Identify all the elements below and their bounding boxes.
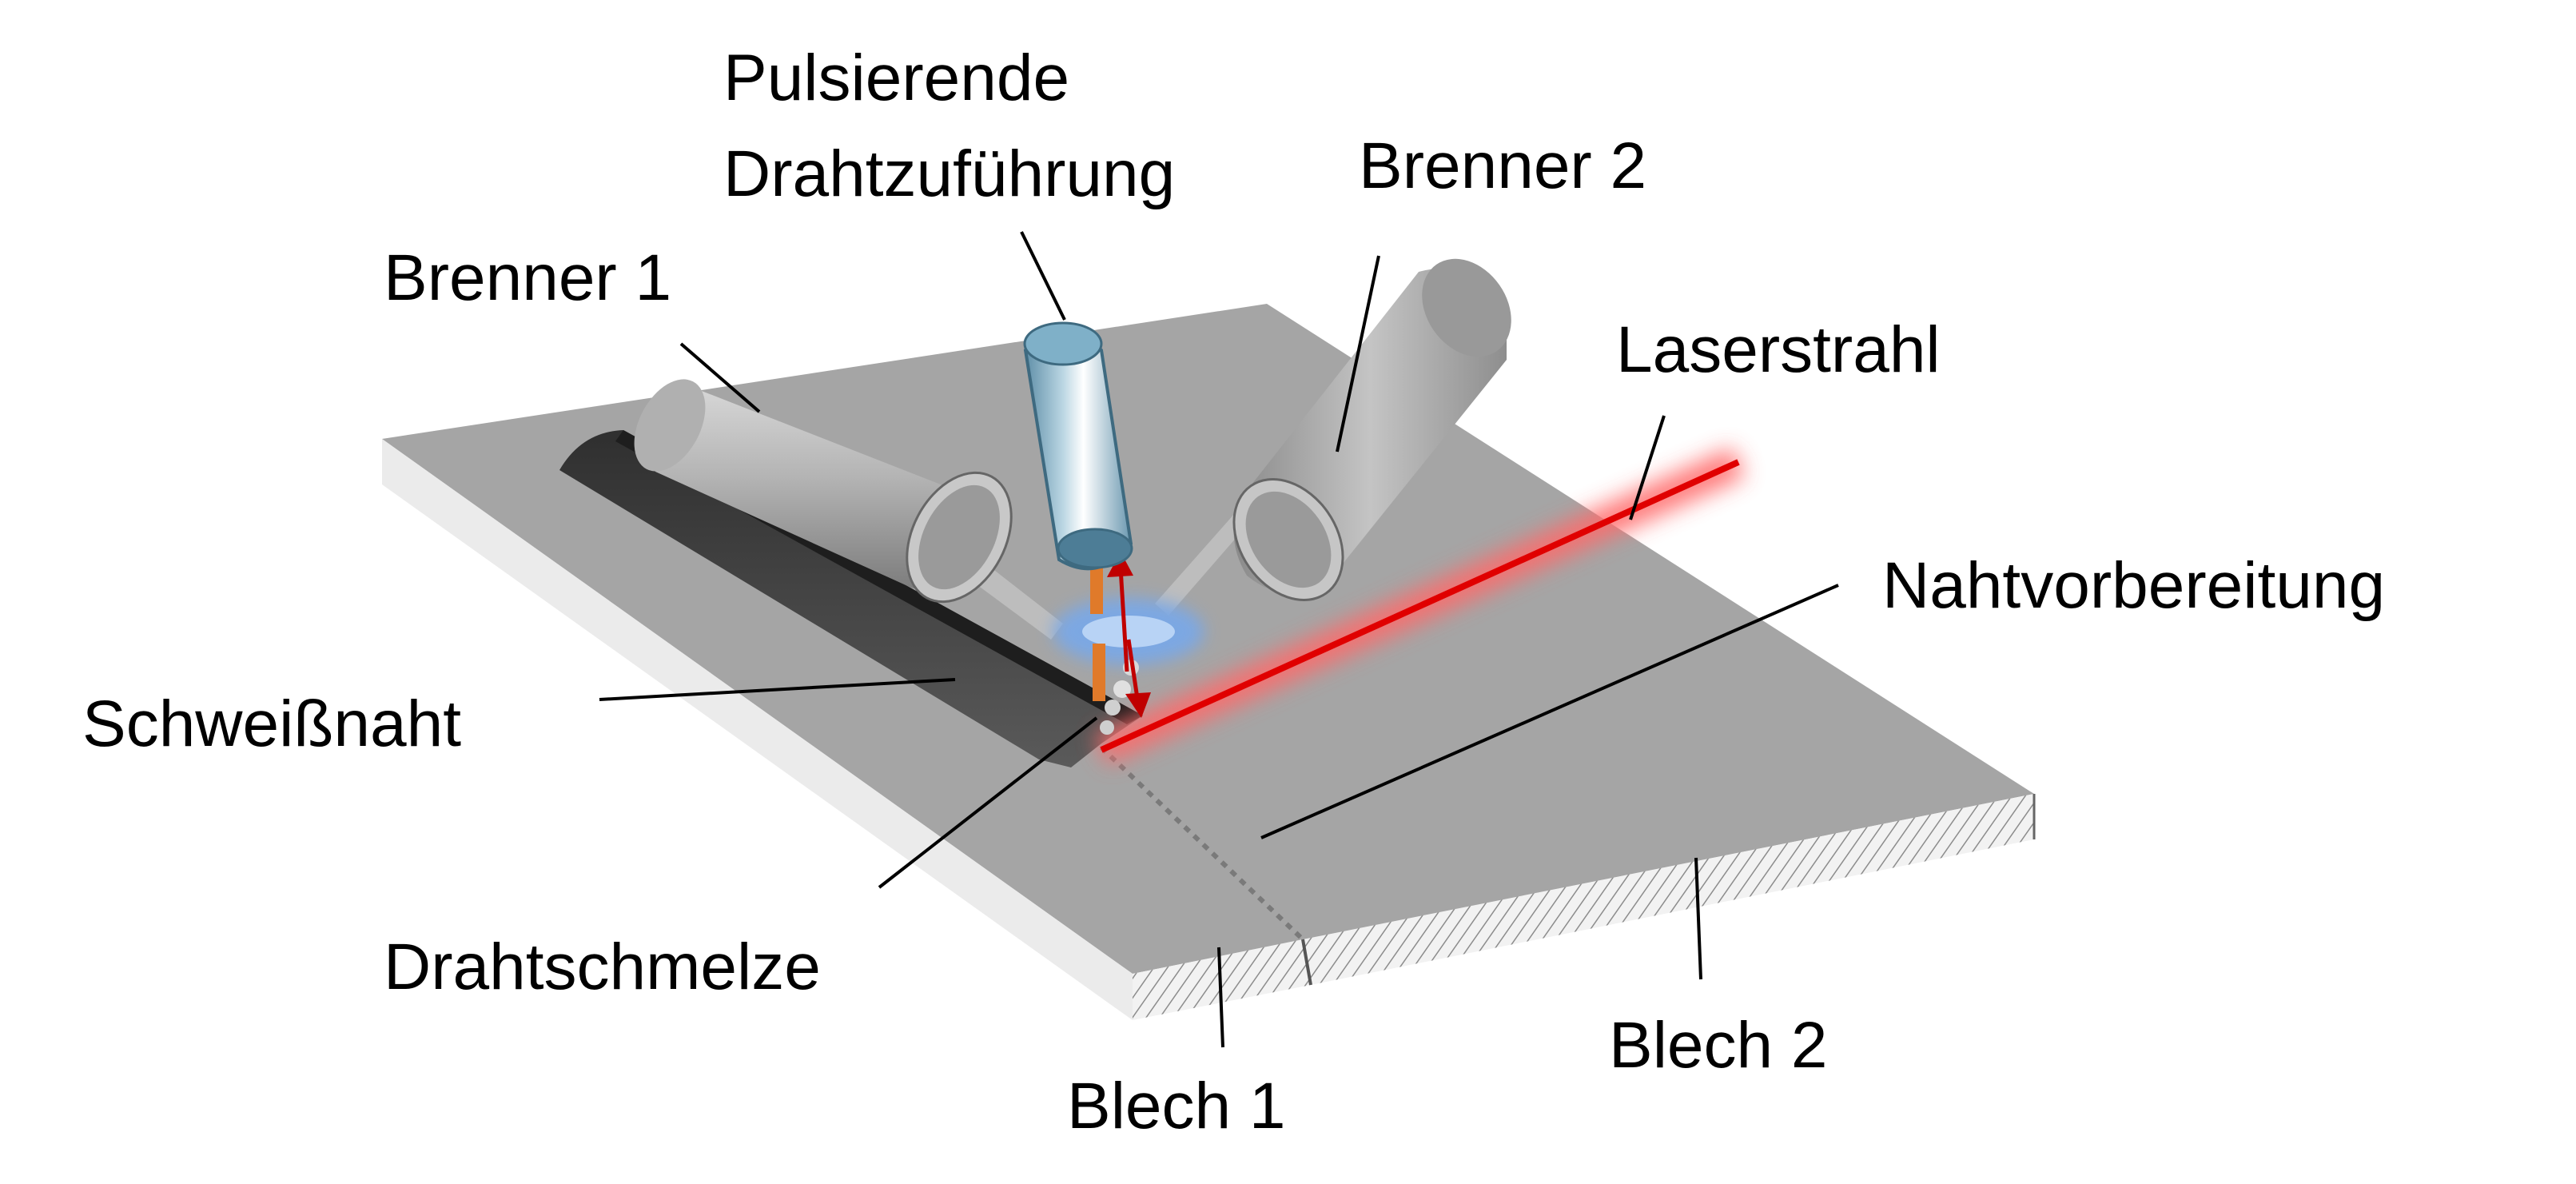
leader-sheet-2 bbox=[1694, 857, 1702, 980]
label-laser-beam: Laserstrahl bbox=[1616, 313, 1941, 386]
weld-seam-bead bbox=[559, 430, 1143, 767]
torch-2-opening bbox=[1245, 491, 1332, 588]
torch-1-opening bbox=[918, 484, 1000, 590]
label-weld-seam: Schweißnaht bbox=[82, 688, 461, 760]
labels: Pulsierende Drahtzuführung Brenner 2 Bre… bbox=[82, 42, 2385, 1142]
filler-wire-upper bbox=[1090, 560, 1103, 614]
label-seam-preparation: Nahtvorbereitung bbox=[1882, 549, 2385, 622]
torch-2-back bbox=[1422, 258, 1511, 357]
label-torch-1: Brenner 1 bbox=[384, 241, 671, 314]
pulse-arrow-up-icon bbox=[1107, 552, 1133, 577]
torch-2-neck bbox=[1155, 500, 1259, 616]
process-zone bbox=[1053, 552, 1204, 735]
leader-torch-1 bbox=[679, 342, 761, 413]
plate-front-edge-sheet-2 bbox=[1303, 794, 2034, 985]
leader-sheet-1 bbox=[1217, 947, 1224, 1048]
torch-1-back bbox=[634, 379, 706, 472]
label-sheet-1: Blech 1 bbox=[1067, 1070, 1286, 1142]
label-torch-2: Brenner 2 bbox=[1359, 130, 1646, 202]
plate-left-edge bbox=[382, 439, 1133, 1020]
filler-wire-lower bbox=[1093, 644, 1105, 701]
torch-1 bbox=[634, 379, 1063, 640]
melt-droplet bbox=[1113, 680, 1131, 698]
leader-wire-feed bbox=[1020, 231, 1066, 321]
leader-wire-melt bbox=[878, 716, 1098, 889]
pulse-arrow-down-shaft bbox=[1126, 639, 1141, 704]
leader-lines bbox=[599, 231, 1839, 1048]
melt-droplet bbox=[1100, 720, 1114, 735]
torch-2 bbox=[1155, 258, 1511, 616]
torch-1-body bbox=[647, 384, 978, 591]
pulse-arrow-up-shaft bbox=[1118, 567, 1129, 672]
leader-laser bbox=[1629, 415, 1666, 520]
workpiece-plate bbox=[382, 304, 2036, 1020]
label-sheet-2: Blech 2 bbox=[1609, 1009, 1828, 1082]
leader-seam-preparation bbox=[1260, 584, 1839, 839]
wire-feed-nozzle bbox=[1023, 321, 1133, 571]
label-wire-feed-line1: Pulsierende bbox=[723, 42, 1069, 114]
sheet-joint-line bbox=[1301, 939, 1312, 986]
label-wire-feed-line2: Drahtzuführung bbox=[723, 138, 1175, 210]
leader-weld-seam bbox=[599, 678, 956, 701]
wire-feed-nozzle-tip bbox=[1057, 528, 1133, 569]
seam-preparation-line bbox=[1099, 745, 1305, 942]
label-wire-melt: Drahtschmelze bbox=[384, 931, 821, 1003]
melt-droplet bbox=[1105, 700, 1121, 716]
wire-feed-nozzle-top bbox=[1023, 321, 1103, 366]
leader-torch-2 bbox=[1336, 255, 1380, 452]
pulse-arrow-down-icon bbox=[1125, 692, 1151, 718]
arc-core bbox=[1082, 616, 1175, 648]
